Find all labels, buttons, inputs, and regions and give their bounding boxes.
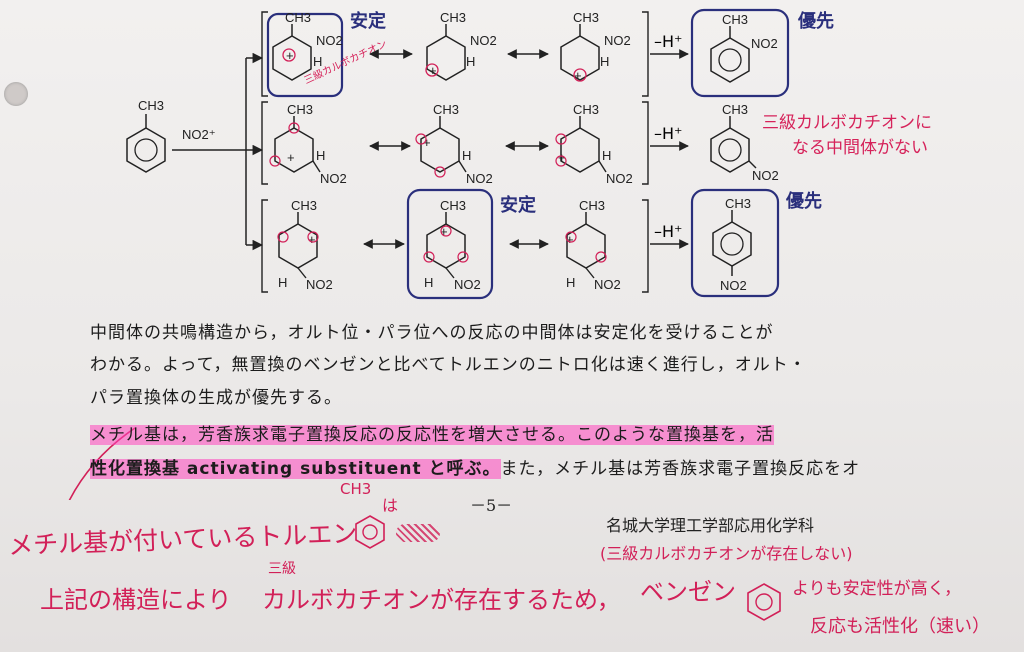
priority-box-ortho — [690, 8, 790, 98]
svg-text:NO2: NO2 — [594, 277, 621, 292]
no-tertiary-note-line1: 三級カルボカチオンに — [762, 113, 932, 133]
svg-text:+: + — [574, 68, 582, 83]
highlight-methyl-sentence: メチル基は，芳香族求電子置換反応の反応性を増大させる。 — [90, 425, 576, 445]
svg-text:H: H — [602, 148, 611, 163]
svg-text:+: + — [423, 135, 431, 150]
punch-hole — [4, 82, 28, 106]
svg-text:+: + — [440, 224, 448, 239]
svg-text:CH3: CH3 — [291, 198, 317, 213]
svg-text:CH3: CH3 — [440, 10, 466, 25]
para-product: CH3 NO2 — [690, 188, 780, 298]
handwritten-small-tertiary: 三級 — [268, 561, 296, 577]
handwritten-line-2b: カルボカチオンが存在するため， — [262, 586, 621, 614]
svg-text:NO2: NO2 — [604, 33, 631, 48]
scribble-mark — [396, 524, 440, 542]
svg-text:NO2: NO2 — [466, 171, 493, 186]
meta-intermediate-1: CH3 + H NO2 — [269, 102, 347, 186]
ortho-product: CH3 NO2 — [690, 8, 790, 98]
svg-text:H: H — [462, 148, 471, 163]
svg-text:–H⁺: –H⁺ — [654, 222, 682, 241]
svg-text:CH3: CH3 — [433, 102, 459, 117]
ortho-intermediate-1: CH3 + NO2 H — [266, 10, 344, 98]
svg-text:–H⁺: –H⁺ — [654, 32, 682, 51]
department-footer: 名城大学理工学部応用化学科 — [606, 516, 815, 535]
svg-text:H: H — [600, 54, 609, 69]
svg-text:+: + — [429, 63, 437, 78]
priority-box-para — [690, 188, 780, 298]
ortho-intermediate-2: CH3 + NO2 H — [425, 10, 497, 81]
para-intermediate-1: CH3 + H NO2 — [277, 198, 333, 292]
svg-text:+: + — [566, 232, 574, 247]
svg-text:–H⁺: –H⁺ — [654, 124, 682, 143]
svg-text:CH3: CH3 — [285, 10, 311, 25]
svg-text:NO2: NO2 — [606, 171, 633, 186]
body-line-4: メチル基は，芳香族求電子置換反応の反応性を増大させる。このような置換基を，活 — [90, 420, 870, 445]
body-line-5-rest: また，メチル基は芳香族求電子置換反応をオ — [500, 459, 861, 479]
ortho-intermediate-3: CH3 + NO2 H — [560, 10, 631, 83]
page-number: －5－ — [470, 496, 513, 515]
svg-text:CH3: CH3 — [573, 10, 599, 25]
stable-box-para — [406, 188, 494, 300]
svg-text:NO2: NO2 — [306, 277, 333, 292]
svg-text:NO2: NO2 — [320, 171, 347, 186]
svg-text:H: H — [313, 54, 322, 69]
handwritten-line-1: メチル基が付いているトルエン — [7, 518, 358, 561]
no-tertiary-note-line2: なる中間体がない — [792, 138, 928, 158]
toluene-start: CH3 — [126, 98, 166, 173]
stable-label-para: 安定 — [500, 194, 536, 216]
body-line-3: パラ置換体の生成が優先する。 — [90, 388, 342, 408]
svg-text:NO2: NO2 — [454, 277, 481, 292]
svg-text:CH3: CH3 — [440, 198, 466, 213]
priority-label-ortho: 優先 — [797, 10, 834, 32]
svg-text:CH3: CH3 — [725, 196, 751, 211]
svg-text:CH3: CH3 — [287, 102, 313, 117]
para-intermediate-3: CH3 + H NO2 — [565, 198, 621, 292]
svg-text:CH3: CH3 — [573, 102, 599, 117]
handwritten-toluene-ring-icon — [355, 515, 385, 549]
svg-text:H: H — [316, 148, 325, 163]
svg-text:CH3: CH3 — [722, 12, 748, 27]
highlight-activating-start: このような置換基を，活 — [576, 425, 774, 445]
para-intermediate-2: CH3 + H NO2 — [406, 188, 494, 300]
svg-text:CH3: CH3 — [579, 198, 605, 213]
handwritten-wa: は — [382, 496, 399, 515]
handwritten-benzene-note: (三級カルボカチオンが存在しない) — [600, 544, 853, 563]
svg-text:+: + — [287, 150, 295, 165]
svg-text:CH3: CH3 — [722, 102, 748, 117]
priority-label-para: 優先 — [785, 190, 822, 212]
svg-text:H: H — [278, 275, 287, 290]
svg-text:+: + — [286, 48, 294, 63]
body-line-1: 中間体の共鳴構造から，オルト位・パラ位への反応の中間体は安定化を受けることが — [90, 323, 774, 343]
start-ch3-label: CH3 — [138, 98, 164, 113]
highlight-activating-term: 性化置換基 activating substituent と呼ぶ。 — [90, 459, 501, 479]
body-line-5: 性化置換基 activating substituent と呼ぶ。また，メチル基… — [90, 454, 870, 479]
svg-text:NO2: NO2 — [470, 33, 497, 48]
handwritten-benzene-ring-icon — [747, 583, 781, 621]
svg-text:NO2: NO2 — [720, 278, 747, 293]
svg-text:H: H — [466, 54, 475, 69]
svg-text:NO2: NO2 — [316, 33, 343, 48]
meta-product: CH3 NO2 — [710, 102, 779, 183]
handwritten-more-stable: よりも安定性が高く， — [792, 579, 962, 599]
svg-text:+: + — [558, 150, 566, 165]
reagent-label: NO2⁺ — [182, 127, 216, 142]
handwritten-activation: 反応も活性化（速い） — [810, 616, 990, 637]
handwritten-benzene: ベンゼン — [640, 578, 736, 606]
svg-text:+: + — [308, 232, 316, 247]
svg-text:NO2: NO2 — [751, 36, 778, 51]
handwritten-line-2a: 上記の構造により — [40, 586, 232, 614]
stable-box-ortho — [266, 12, 344, 98]
handwritten-ch3: CH3 — [340, 480, 372, 498]
stable-label-ortho: 安定 — [350, 10, 386, 32]
svg-text:H: H — [424, 275, 433, 290]
meta-intermediate-2: CH3 + H NO2 — [415, 102, 493, 186]
meta-intermediate-3: CH3 + H NO2 — [555, 102, 633, 186]
svg-text:H: H — [566, 275, 575, 290]
body-line-2: わかる。よって，無置換のベンゼンと比べてトルエンのニトロ化は速く進行し，オルト・ — [90, 355, 807, 375]
svg-text:NO2: NO2 — [752, 168, 779, 183]
